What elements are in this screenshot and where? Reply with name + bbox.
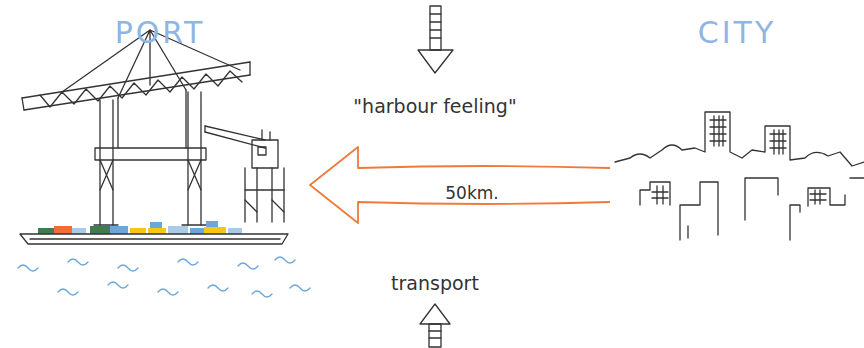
gantry-crane (22, 30, 250, 225)
distance-label: 50km. (412, 183, 532, 203)
node-heading: CITY (610, 15, 864, 50)
note-text: transport (360, 272, 510, 294)
down-arrow (418, 6, 453, 73)
waves (18, 257, 310, 297)
containers (38, 221, 242, 234)
small-crane (205, 126, 284, 222)
port-group: PORT (10, 15, 310, 305)
note-text: "harbour feeling" (300, 95, 570, 117)
city-group: CITY (610, 15, 864, 245)
node-heading: PORT (10, 15, 310, 50)
city-skyline (615, 112, 864, 240)
distance-arrow (310, 147, 610, 223)
up-arrow (420, 304, 450, 347)
ship-hull (20, 234, 288, 244)
